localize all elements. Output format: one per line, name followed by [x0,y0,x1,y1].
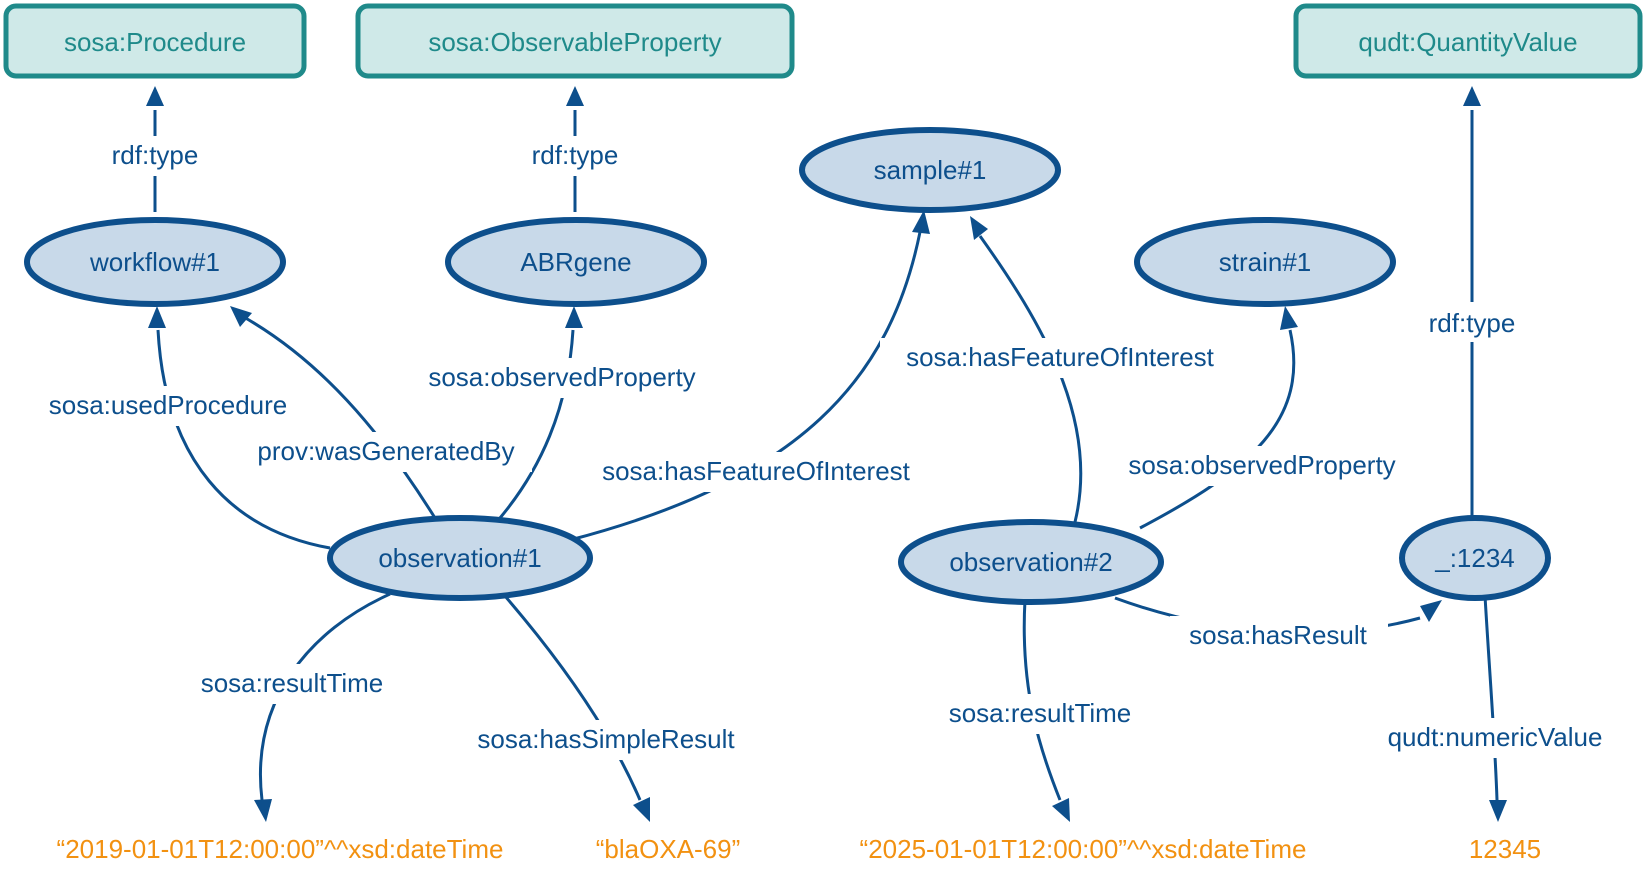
node-sample[interactable] [799,127,1061,213]
edge-label-rdf-type-1: rdf:type [112,140,199,170]
edge-has-foi-1 [569,231,922,542]
edge-numeric-value [1483,595,1499,801]
arrowhead [565,306,583,328]
class-label-procedure: sosa:Procedure [64,27,246,57]
edge-label-result-time-2: sosa:resultTime [949,698,1132,728]
arrowhead [1052,798,1070,822]
node-workflow[interactable] [24,217,286,307]
literals: “2019-01-01T12:00:00”^^xsd:dateTime “bla… [57,834,1542,864]
nodes: sample#1 workflow#1 ABRgene strain#1 obs… [24,127,1551,605]
node-observation-2[interactable] [898,519,1164,605]
node-label-sample: sample#1 [874,155,987,185]
node-label-blank-1234: _:1234 [1434,543,1515,573]
edge-label-observed-property-1: sosa:observedProperty [428,362,695,392]
class-box-quantity-value[interactable] [1293,3,1643,79]
node-label-observation-1: observation#1 [378,543,541,573]
edge-label-observed-property-2: sosa:observedProperty [1128,450,1395,480]
edge-label-was-generated-by: prov:wasGeneratedBy [257,436,514,466]
label-bg [1370,718,1620,758]
edge-used-procedure [156,329,331,550]
label-bg [930,694,1150,734]
class-label-observable-property: sosa:ObservableProperty [428,27,721,57]
label-bg [515,136,635,176]
node-label-observation-2: observation#2 [949,547,1112,577]
class-box-procedure[interactable] [3,3,307,79]
arrowhead [633,797,650,822]
literal-time-1: “2019-01-01T12:00:00”^^xsd:dateTime [57,834,504,864]
node-strain[interactable] [1134,217,1396,307]
edge-label-has-result: sosa:hasResult [1189,620,1368,650]
arrowhead [1463,86,1481,106]
edge-label-has-foi-1: sosa:hasFeatureOfInterest [602,456,911,486]
label-bg [38,386,300,426]
arrowhead [1489,800,1507,822]
edge-label-rdf-type-2: rdf:type [532,140,619,170]
label-bg [1112,446,1412,486]
class-label-quantity-value: qudt:QuantityValue [1358,27,1577,57]
label-bg [1170,616,1388,656]
literal-numeric: 12345 [1469,834,1541,864]
edge-label-numeric-value: qudt:numericValue [1388,722,1603,752]
class-box-observable-property[interactable] [355,3,795,79]
node-abrgene[interactable] [445,217,707,307]
class-boxes: sosa:Procedure sosa:ObservableProperty q… [3,3,1643,79]
edge-was-generated-by [241,314,437,519]
arrowhead [146,86,164,106]
arrowhead [230,306,252,327]
label-bg [184,664,404,704]
edge-has-simple-result [503,595,642,801]
arrowhead [148,306,166,328]
label-bg [460,720,750,760]
edge-observed-property-2 [1139,329,1296,530]
node-label-strain: strain#1 [1219,247,1312,277]
node-label-abrgene: ABRgene [520,247,631,277]
arrowhead [970,216,988,240]
literal-simple-result: “blaOXA-69” [596,834,741,864]
arrowhead [566,86,584,106]
edge-labels: rdf:type rdf:type rdf:type sosa:usedProc… [38,136,1620,760]
edge-label-rdf-type-3: rdf:type [1429,308,1516,338]
arrowhead [912,210,930,234]
label-bg [578,452,934,492]
edge-label-result-time-1: sosa:resultTime [201,668,384,698]
arrowhead [1420,600,1442,622]
label-bg [410,358,710,398]
node-label-workflow: workflow#1 [89,247,220,277]
label-bg [880,338,1238,378]
arrowhead [254,799,272,822]
literal-time-2: “2025-01-01T12:00:00”^^xsd:dateTime [860,834,1307,864]
label-bg [1412,302,1532,342]
arrowhead [1280,306,1298,330]
node-observation-1[interactable] [327,515,593,601]
label-bg [95,136,215,176]
edge-label-used-procedure: sosa:usedProcedure [49,390,287,420]
edge-label-has-simple-result: sosa:hasSimpleResult [477,724,735,754]
edge-label-has-foi-2: sosa:hasFeatureOfInterest [906,342,1215,372]
node-blank-1234[interactable] [1399,515,1551,601]
edge-has-foi-2 [978,235,1083,523]
label-bg [242,432,532,472]
